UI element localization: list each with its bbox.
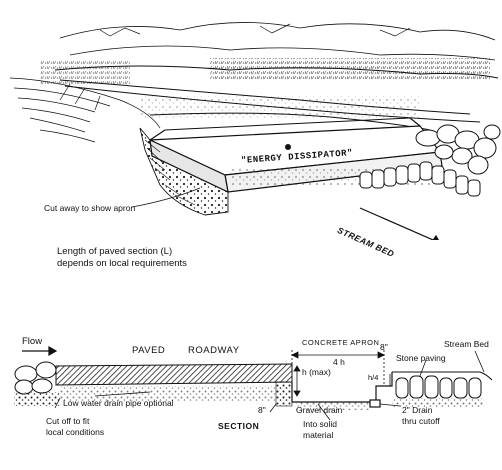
left-bank <box>9 77 161 143</box>
section-label: SECTION <box>218 421 260 431</box>
dim-h4: h/4 <box>368 373 379 382</box>
paved-label: PAVED <box>132 345 166 356</box>
leader-lines <box>54 350 485 421</box>
cutaway-label: Cut away to show apron <box>44 203 136 213</box>
cutaway-cross-hatch <box>144 139 196 206</box>
cutaway-section <box>139 127 229 216</box>
cut-off-line1: Cut off to fit <box>46 416 90 426</box>
stone-curb-row <box>359 161 481 197</box>
dimension-lines <box>269 350 391 413</box>
section-drawing <box>14 345 493 421</box>
flow-arrow <box>22 345 58 357</box>
stone-paving-right <box>415 124 501 175</box>
dim-8in-bottom: 8" <box>258 405 266 415</box>
background-hills <box>59 22 496 61</box>
stone-paving-section <box>395 375 482 399</box>
cutaway-pointer <box>131 187 201 208</box>
low-water-drain-label: Low water drain pipe optional <box>63 398 174 408</box>
flow-label: Flow <box>22 336 43 347</box>
road-texture <box>140 96 420 118</box>
into-solid-line2: material <box>303 430 334 440</box>
paved-roadway-slab <box>55 363 293 386</box>
stone-paving-label: Stone paving <box>396 353 446 363</box>
apron-gravel <box>296 402 370 410</box>
stream-bed-label-section: Stream Bed <box>444 339 489 349</box>
dim-4h: 4 h <box>333 357 345 367</box>
dim-h-max: h (max) <box>302 367 331 377</box>
left-stones <box>14 361 57 395</box>
slab-bolt <box>285 144 291 150</box>
length-note-line2: depends on local requirements <box>57 258 187 269</box>
cut-off-line2: local conditions <box>46 427 105 437</box>
concrete-apron-label: CONCRETE APRON <box>302 338 380 347</box>
stream-bed-arrow <box>359 207 439 240</box>
roadway-label: ROADWAY <box>188 345 240 356</box>
right-gravel <box>392 398 484 408</box>
perspective-illustration <box>9 22 501 240</box>
gravel-drain <box>275 381 293 407</box>
dim-8in-top: 8" <box>380 342 388 352</box>
diagram-canvas: "ENERGY DISSIPATOR" Cut away to show apr… <box>9 22 501 440</box>
right-ground-line <box>392 371 493 381</box>
into-solid-line1: Into solid <box>303 419 338 429</box>
length-note-line1: Length of paved section (L) <box>57 246 173 257</box>
far-bank <box>54 65 499 79</box>
gravel-drain-label: Gravel drain <box>296 405 343 415</box>
drain-2in-line2: thru cutoff <box>402 416 440 426</box>
left-gravel <box>14 392 60 406</box>
road-subgrade <box>60 386 290 402</box>
drain-2in-line1: 2" Drain <box>402 405 433 415</box>
